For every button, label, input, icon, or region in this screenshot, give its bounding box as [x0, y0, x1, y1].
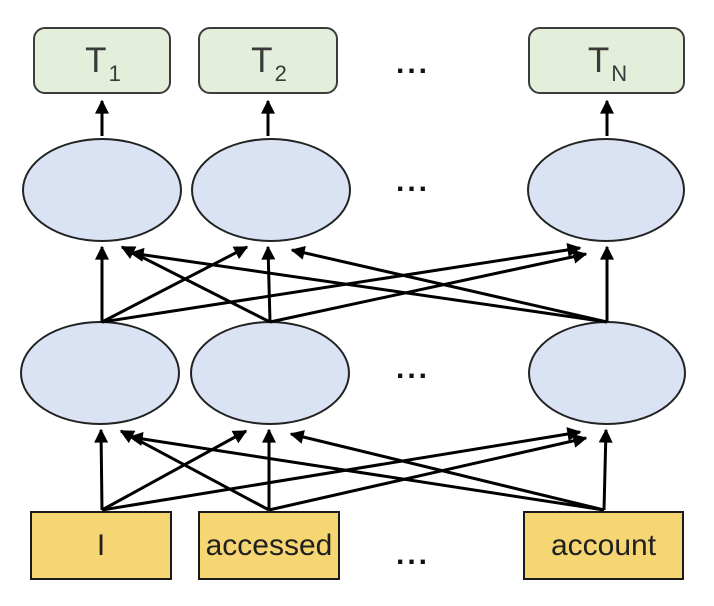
output-label-tn: TN	[587, 40, 628, 86]
input-node-i: I	[30, 511, 172, 580]
output-row-ellipsis: ...	[395, 47, 430, 80]
input-token-label: accessed	[205, 528, 333, 562]
input-row-ellipsis: ...	[395, 538, 430, 571]
arrows-hidden-to-hidden	[95, 243, 614, 324]
arrows-input-to-hidden	[94, 427, 613, 512]
output-label-t2: T2	[251, 40, 287, 86]
input-node-account: account	[523, 511, 684, 580]
output-label-t1: T1	[85, 40, 121, 86]
output-node-t2: T2	[198, 27, 338, 94]
hidden-lower-node-n	[528, 321, 686, 425]
hidden-lower-node-2	[190, 321, 350, 425]
hidden-upper-node-n	[527, 138, 685, 242]
input-token-label: account	[550, 528, 657, 562]
hidden-upper-row-ellipsis: ...	[395, 165, 430, 198]
input-token-label: I	[96, 528, 106, 562]
arrows-hidden-to-output	[95, 99, 614, 136]
input-node-accessed: accessed	[198, 511, 340, 580]
hidden-lower-node-1	[20, 321, 180, 425]
hidden-upper-node-1	[22, 138, 182, 242]
hidden-upper-node-2	[191, 138, 351, 242]
hidden-lower-row-ellipsis: ...	[395, 352, 430, 385]
output-node-t1: T1	[33, 27, 171, 94]
output-node-tn: TN	[528, 27, 685, 94]
